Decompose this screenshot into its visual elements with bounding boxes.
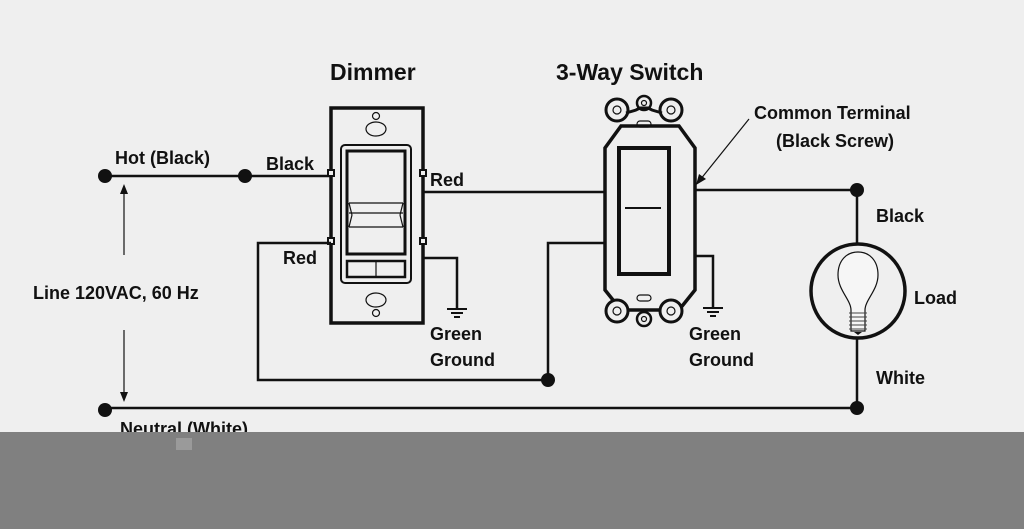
dimmer-ground-label-2: Ground [430,350,495,370]
hot-terminal-dot [98,169,112,183]
neutral-junction-dot [850,401,864,415]
switch-ground-label-1: Green [689,324,741,344]
traveler-to-switch-wire [546,241,605,380]
switch-ground [695,254,723,317]
load-label: Load [914,288,957,308]
red-traveler-label: Red [283,248,317,268]
red-traveler-wire [256,241,548,382]
neutral-terminal-dot [98,403,112,417]
gray-overlay-step [0,448,176,468]
common-terminal-label-1: Common Terminal [754,103,911,123]
switch-ground-label-2: Ground [689,350,754,370]
black-wire-to-load [695,188,859,243]
black-in-label: Black [266,154,315,174]
dimmer-ground-label-1: Green [430,324,482,344]
dimmer-device [327,106,427,325]
dimmer-ground [423,256,467,318]
load-black-label: Black [876,206,925,226]
load-white-label: White [876,368,925,388]
load-top-dot [850,183,864,197]
gray-overlay-notch [176,438,192,450]
gray-overlay-bar [0,432,1024,529]
hot-wire [98,169,330,183]
hot-label: Hot (Black) [115,148,210,168]
red-out-label: Red [430,170,464,190]
common-terminal-label-2: (Black Screw) [776,131,894,151]
hot-junction-dot [238,169,252,183]
line-voltage-arrow [120,184,128,402]
traveler-junction-dot [541,373,555,387]
dimmer-title: Dimmer [330,59,416,85]
common-terminal-arrow [696,118,750,185]
three-way-switch-device [603,94,697,328]
switch-title: 3-Way Switch [556,59,703,85]
line-voltage-label: Line 120VAC, 60 Hz [33,283,199,303]
light-bulb-icon [809,242,907,340]
